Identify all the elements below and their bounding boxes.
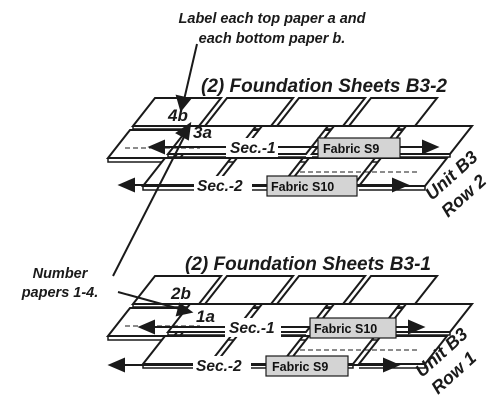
top-group-title: (2) Foundation Sheets B3-2 [201, 76, 447, 97]
bottom-group-sec1: Sec.-1 [229, 320, 275, 337]
top-dashed-lines [125, 147, 420, 173]
number-label-line1: Number [33, 266, 89, 282]
bottom-group-top-paper: 1a [196, 307, 215, 326]
bottom-dashed-lines [125, 325, 420, 351]
top-group-sec2: Sec.-2 [197, 178, 243, 195]
number-arrows [112, 121, 194, 317]
bottom-group-bottom-paper: 2b [170, 284, 191, 303]
instruction-label-line2: each bottom paper b. [199, 31, 346, 47]
number-label-line2: papers 1-4. [21, 285, 99, 301]
top-group-top-paper: 3a [193, 123, 212, 142]
top-fabric2-box [266, 175, 358, 197]
instruction-label-line1: Label each top paper a and [179, 11, 367, 27]
top-group-fabric2: Fabric S10 [271, 180, 334, 194]
top-fabric1-box [317, 137, 401, 159]
bottom-fabric1-box [309, 317, 397, 339]
bottom-group-fabric2: Fabric S9 [272, 360, 328, 374]
bottom-group-fabric1: Fabric S10 [314, 322, 377, 336]
top-group-bottom-paper: 4b [167, 106, 188, 125]
bottom-fabric2-box [265, 355, 349, 377]
instruction-arrow [175, 43, 198, 113]
bottom-group-title: (2) Foundation Sheets B3-1 [185, 254, 431, 275]
top-group-sec1: Sec.-1 [230, 140, 276, 157]
bottom-group-sec2: Sec.-2 [196, 358, 242, 375]
top-group-fabric1: Fabric S9 [323, 142, 379, 156]
